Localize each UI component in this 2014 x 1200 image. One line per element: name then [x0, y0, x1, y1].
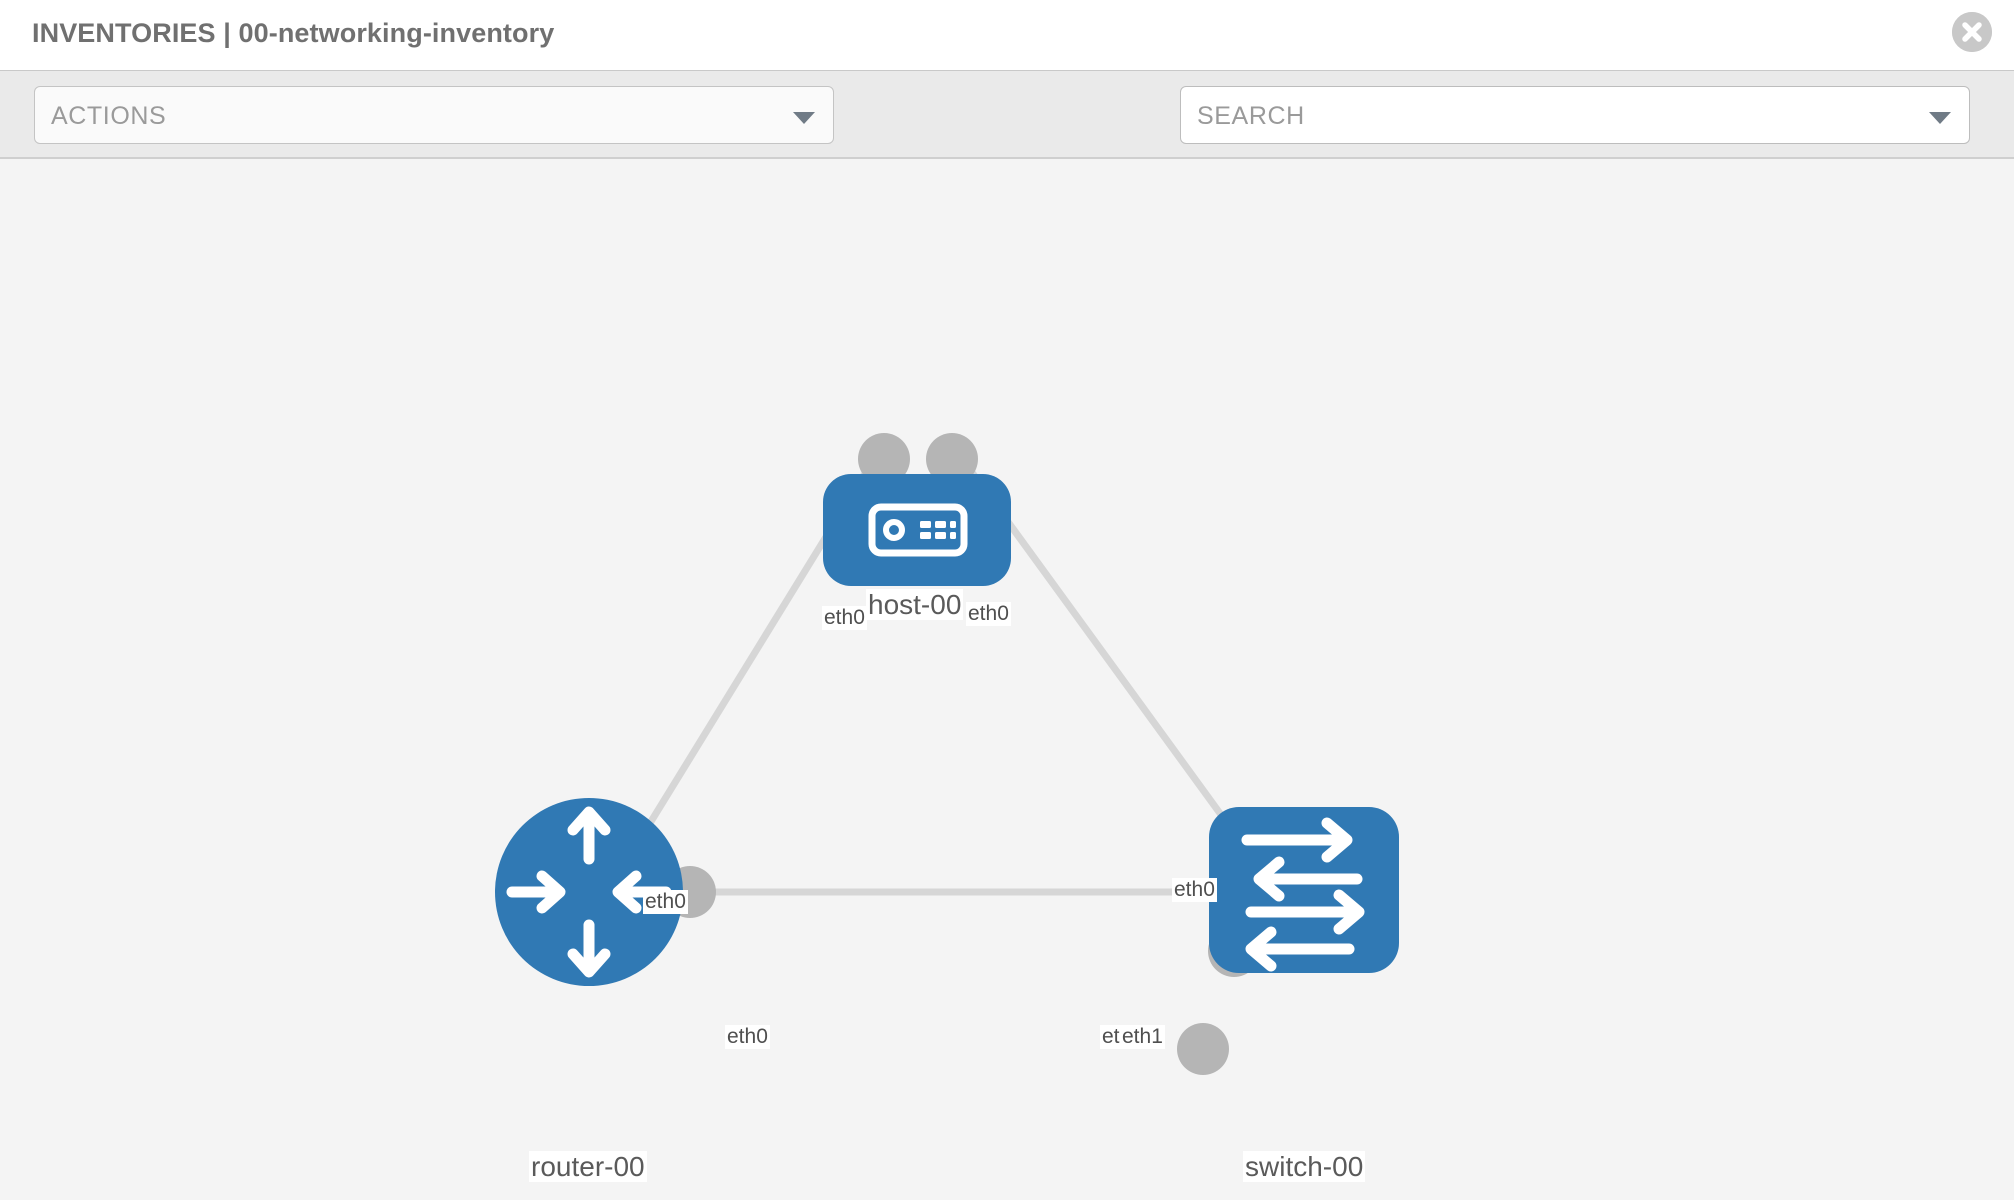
actions-dropdown[interactable]: ACTIONS — [34, 86, 834, 144]
port-host-left — [858, 433, 910, 485]
port-label-host-right: eth0 — [966, 602, 1011, 627]
topology-canvas[interactable]: eth0 host-00 eth0 eth0 eth0 router-00 et… — [0, 159, 2014, 1200]
port-label-host-left: eth0 — [822, 606, 867, 631]
close-icon[interactable] — [1952, 12, 1992, 52]
page-title: INVENTORIES | 00-networking-inventory — [32, 18, 555, 48]
port-switch-left — [1177, 1023, 1229, 1075]
search-placeholder: SEARCH — [1197, 102, 1305, 130]
router-arrows-icon — [506, 806, 672, 978]
port-label-switch-left: eth1 — [1120, 1025, 1165, 1050]
chevron-down-icon — [793, 112, 815, 124]
switch-arrows-icon — [1241, 817, 1365, 972]
node-host-00[interactable] — [823, 474, 1011, 586]
port-label-router-up: eth0 — [643, 890, 688, 915]
node-router-00[interactable] — [495, 798, 683, 986]
toolbar: ACTIONS SEARCH — [0, 70, 2014, 203]
port-label-router-right: eth0 — [725, 1025, 770, 1050]
node-label-switch-00: switch-00 — [1243, 1151, 1366, 1183]
page-header: INVENTORIES | 00-networking-inventory — [0, 0, 2014, 70]
port-label-switch-up: eth0 — [1172, 878, 1217, 903]
node-switch-00[interactable] — [1209, 807, 1399, 973]
server-icon — [868, 503, 968, 557]
chevron-down-icon — [1929, 112, 1951, 124]
topology-graph — [495, 433, 1399, 1075]
node-label-router-00: router-00 — [529, 1151, 647, 1183]
actions-dropdown-label: ACTIONS — [51, 102, 167, 130]
search-input[interactable]: SEARCH — [1180, 86, 1970, 144]
port-host-right — [926, 433, 978, 485]
node-label-host-00: host-00 — [866, 589, 964, 621]
